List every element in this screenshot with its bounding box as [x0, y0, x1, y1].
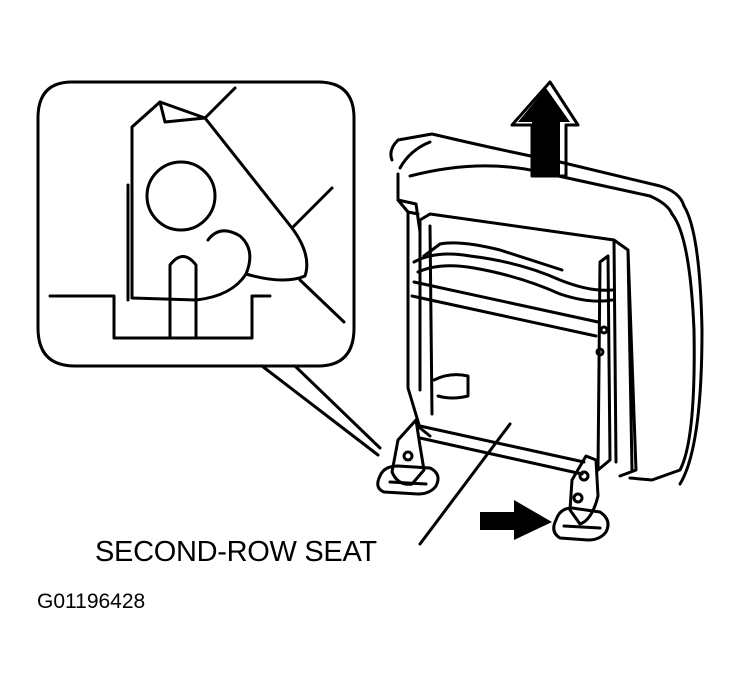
arrow-right-icon: [480, 500, 552, 540]
seat-top-roll: [389, 132, 686, 208]
inset-leader-3: [298, 278, 346, 324]
lower-cross-rod: [418, 424, 586, 476]
right-floor-hinge: [568, 454, 600, 526]
floor-bracket: [48, 183, 272, 340]
second-row-seat: [376, 132, 704, 542]
seat-top-bar: [412, 252, 614, 303]
hook-recess: [206, 229, 252, 276]
striker-slot: [168, 255, 198, 338]
inset-frame: [36, 80, 356, 368]
bolt: [595, 347, 605, 357]
callout-pointer: [260, 364, 382, 457]
figure-id-label: G01196428: [37, 590, 146, 613]
seat-frame: [418, 212, 638, 478]
inset-leader-2: [290, 186, 334, 230]
hinge-cam-plate: [130, 100, 309, 302]
label-leader: [418, 422, 512, 546]
hinge-pin: [145, 160, 217, 232]
inset-leader-1: [203, 86, 237, 120]
bolt: [599, 325, 609, 335]
cam-notch: [158, 100, 207, 124]
seat-back-shell: [396, 172, 696, 482]
detail-inset: [36, 80, 382, 457]
arrow-up-icon: [510, 80, 580, 178]
seat-callout-label: SECOND-ROW SEAT: [95, 536, 377, 568]
upper-cross-rod: [410, 280, 600, 338]
latch-handle: [432, 373, 470, 400]
